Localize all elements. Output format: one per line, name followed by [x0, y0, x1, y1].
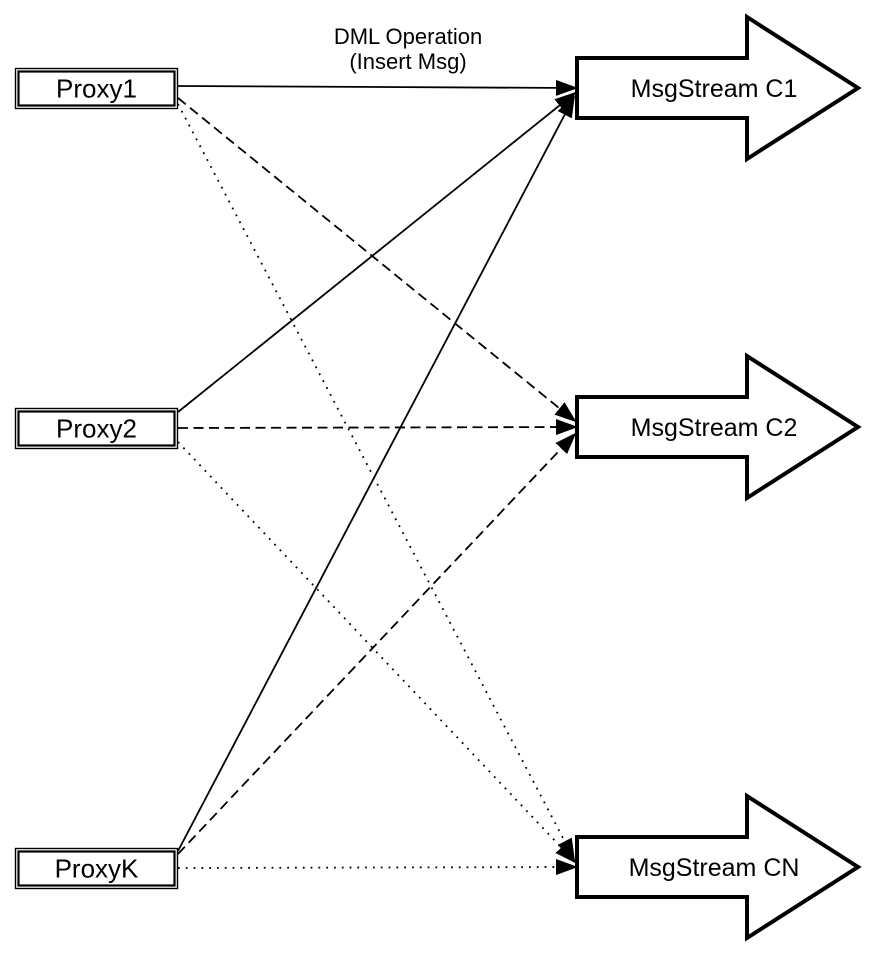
msgstream-c1-label: MsgStream C1	[631, 75, 798, 103]
edge-proxyK-c1	[177, 95, 575, 852]
proxyK-label: ProxyK	[55, 854, 139, 884]
msgstream-c2-label: MsgStream C2	[631, 414, 798, 442]
edge-proxy2-c1	[177, 91, 577, 413]
edge-proxy1-c1	[177, 79, 578, 96]
msgstream-c1-shape	[575, 13, 862, 163]
dml-annotation-line1: DML Operation	[334, 24, 482, 49]
proxyK-box	[14, 847, 179, 890]
proxy2-label: Proxy2	[56, 414, 137, 444]
proxy1-box	[14, 67, 179, 110]
edge-proxy1-c2	[177, 97, 577, 423]
edge-proxyK-c2	[177, 432, 577, 855]
edge-proxy1-cn	[177, 103, 575, 861]
msgstream-c2-shape	[575, 352, 862, 502]
dml-annotation-line2: (Insert Msg)	[349, 49, 466, 74]
edge-proxy2-c2	[177, 419, 578, 436]
proxy1-label: Proxy1	[56, 74, 137, 104]
proxy2-box	[14, 407, 179, 450]
edge-proxy2-cn	[177, 441, 577, 864]
msgstream-cn-shape	[575, 792, 862, 942]
msgstream-cn-label: MsgStream CN	[629, 854, 800, 882]
edge-proxyK-cn	[177, 859, 578, 876]
